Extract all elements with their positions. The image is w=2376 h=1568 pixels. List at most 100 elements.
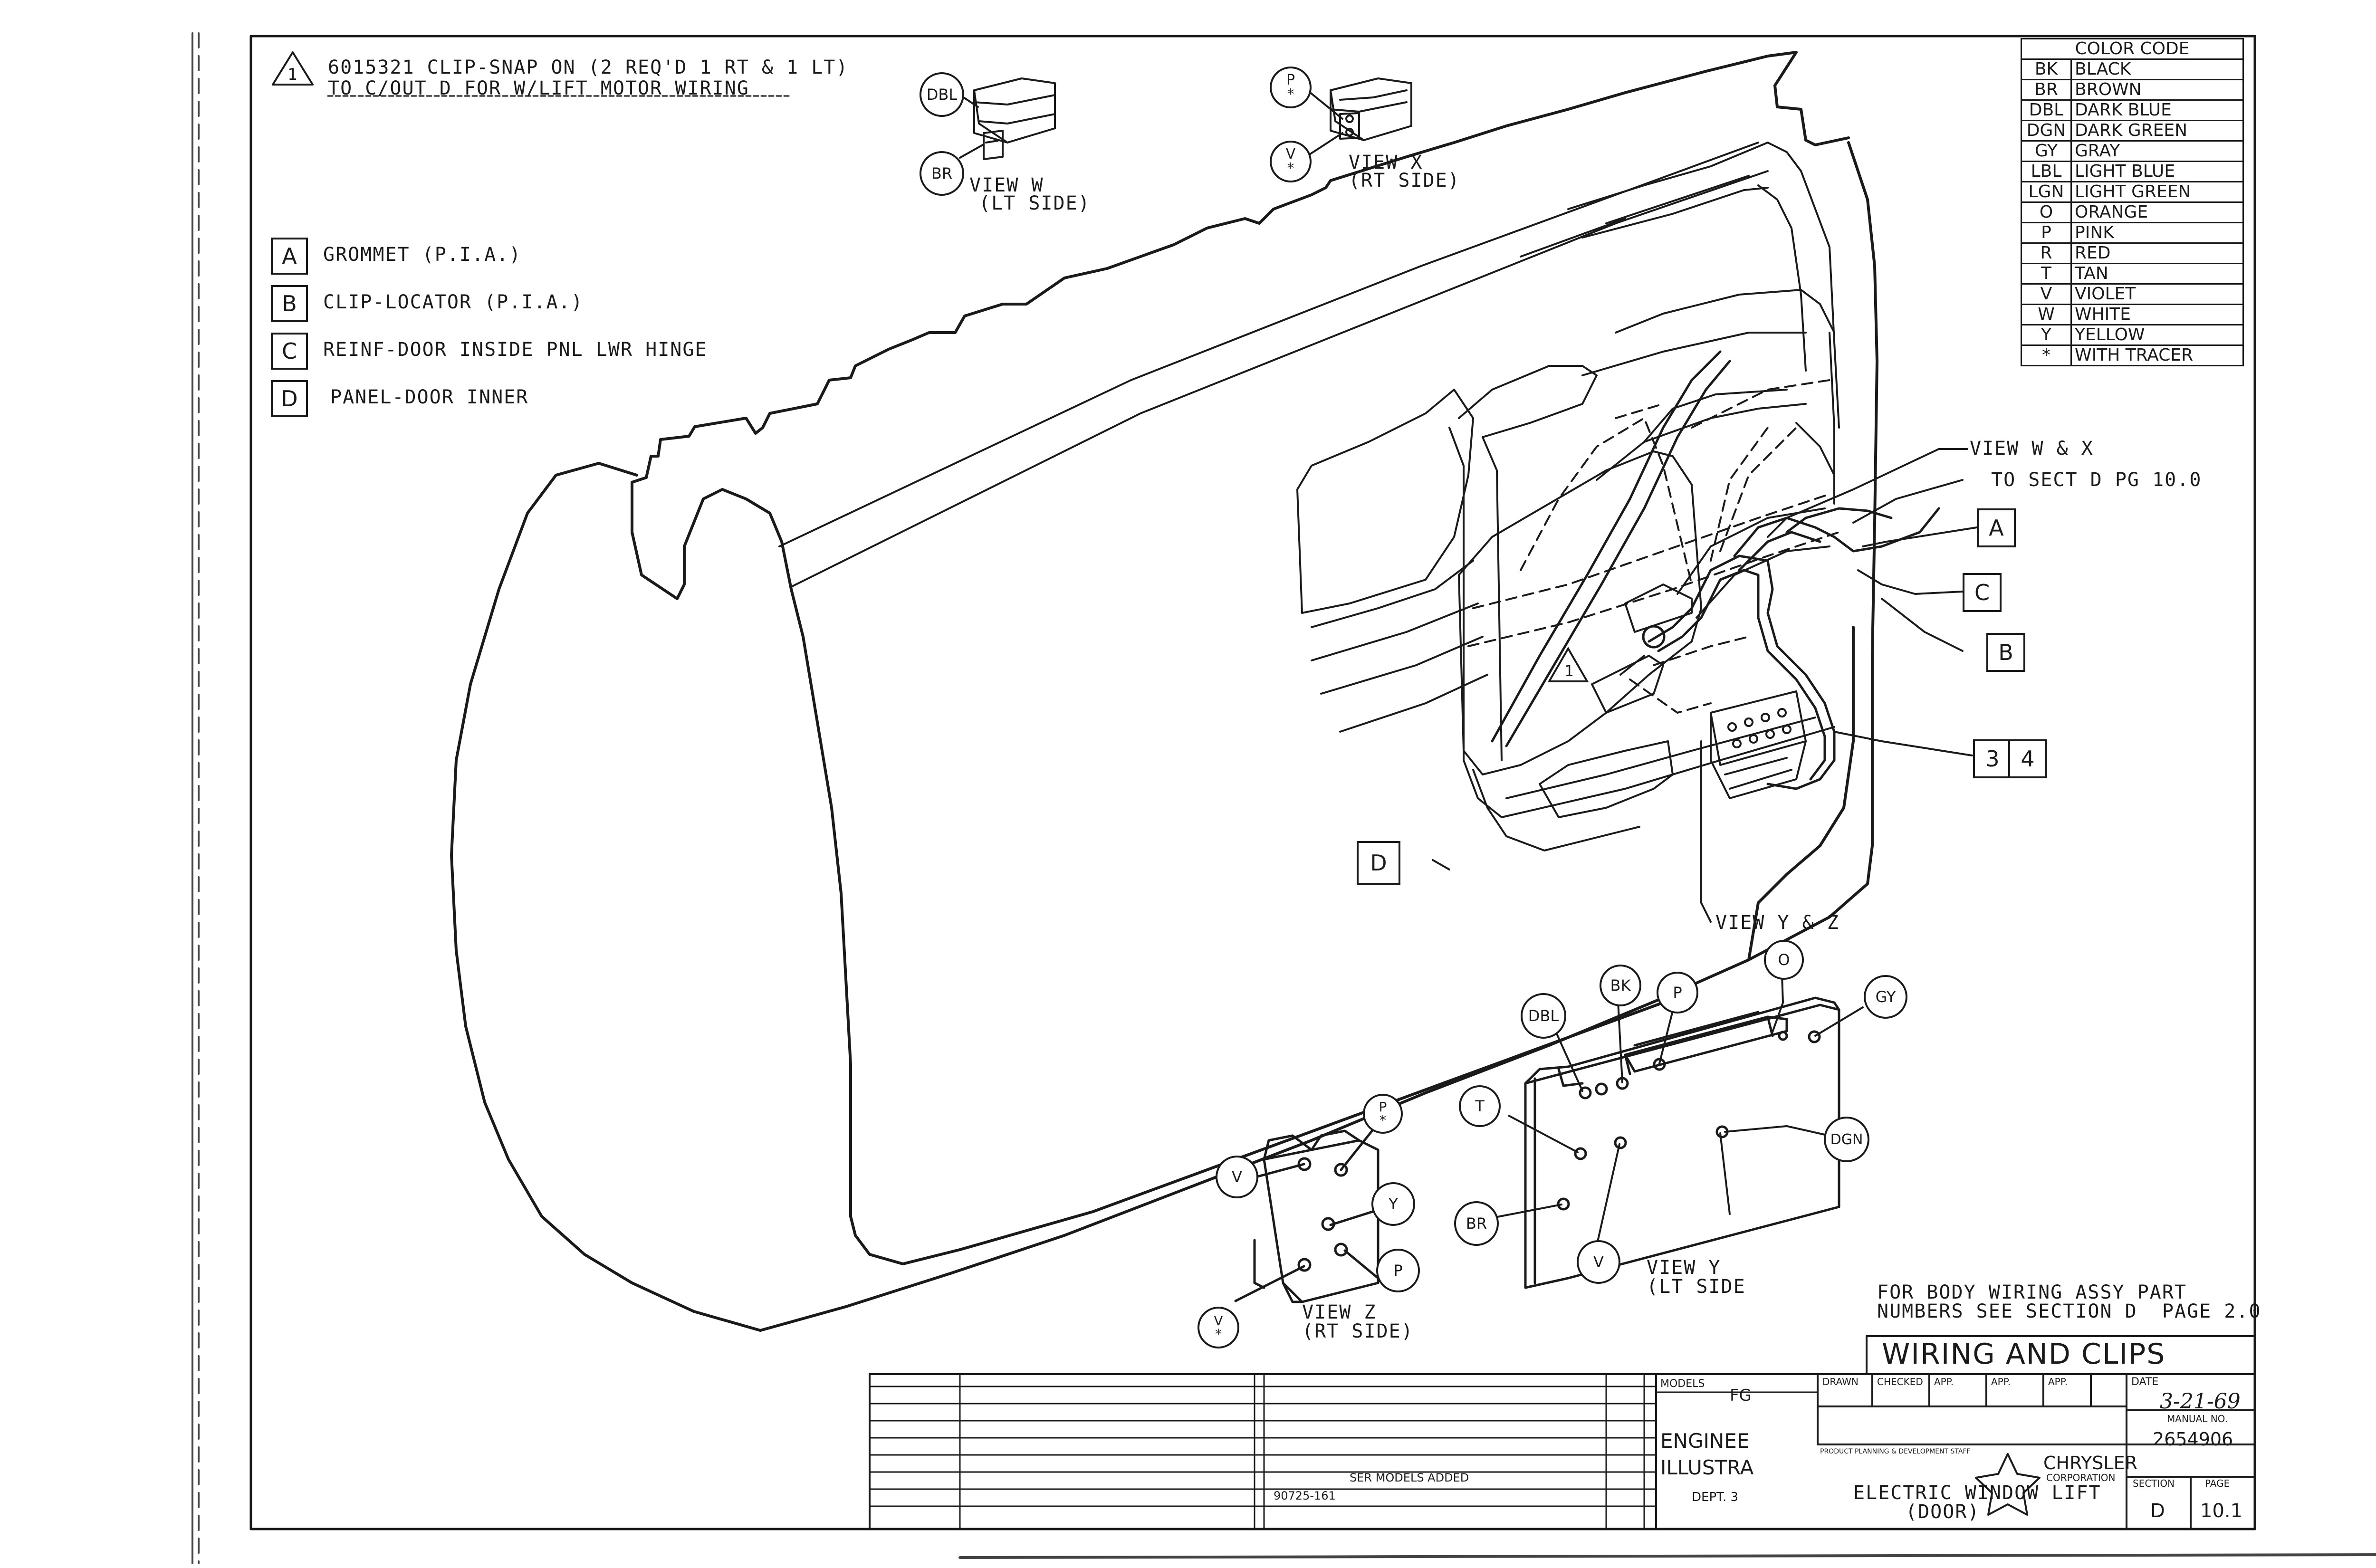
color-name: BROWN <box>2070 79 2244 101</box>
ref-box-3: 3 <box>1973 739 2012 778</box>
color-name: TAN <box>2070 263 2244 285</box>
wire-tag-dgn: DGN <box>1824 1117 1869 1162</box>
legend-text-a: GROMMET (P.I.A.) <box>323 244 522 266</box>
date-label: DATE <box>2131 1376 2159 1388</box>
title-block-grid <box>869 1335 2256 1530</box>
to-section-callout: TO SECT D PG 10.0 <box>1991 469 2202 491</box>
color-name: WHITE <box>2070 304 2244 325</box>
door-panel-outline <box>450 51 1878 1332</box>
wiring-harness <box>1642 507 1940 790</box>
note-triangle-icon <box>272 51 314 86</box>
wire-tag-y: Y <box>1371 1182 1415 1226</box>
wire-tag-p-tracer-z: P * <box>1363 1094 1403 1134</box>
color-name: LIGHT BLUE <box>2070 161 2244 182</box>
color-name: DARK BLUE <box>2070 99 2244 121</box>
description-line-2: (DOOR) <box>1906 1501 1980 1523</box>
drawn-label: DRAWN <box>1822 1376 1859 1387</box>
view-y-side: (LT SIDE <box>1647 1276 1746 1298</box>
legend-key-a: A <box>271 238 308 275</box>
regulator-arm <box>1491 350 1731 747</box>
clip-note-marker <box>1547 647 1589 682</box>
connector-terminal-block <box>1710 690 1807 799</box>
company-corporation: CORPORATION <box>2046 1472 2116 1483</box>
app-label-2: APP. <box>1991 1376 2011 1387</box>
company-name: CHRYSLER <box>2043 1453 2137 1473</box>
legend-text-c: REINF-DOOR INSIDE PNL LWR HINGE <box>323 339 708 361</box>
clip-note-marker-number: 1 <box>1564 662 1574 680</box>
view-x-title: VIEW X <box>1349 152 1423 173</box>
color-name: VIOLET <box>2070 283 2244 305</box>
section-value: D <box>2150 1500 2165 1522</box>
wire-tag-br-y: BR <box>1454 1201 1499 1246</box>
ref-box-d: D <box>1357 841 1400 885</box>
app-label-1: APP. <box>1934 1376 1954 1387</box>
color-name: BLACK <box>2070 58 2244 80</box>
inner-panel-cutouts <box>1296 289 1835 818</box>
color-code: LBL <box>2021 161 2072 182</box>
wire-tag-gy: GY <box>1864 975 1907 1019</box>
staff-label: PRODUCT PLANNING & DEVELOPMENT STAFF <box>1820 1448 1971 1455</box>
color-name: YELLOW <box>2070 324 2244 346</box>
leader-lines <box>1432 448 1978 923</box>
color-name: WITH TRACER <box>2070 344 2244 366</box>
color-code: V <box>2021 283 2072 305</box>
ref-box-a: A <box>1977 508 2016 547</box>
view-y-connector <box>1524 996 1840 1289</box>
color-name: PINK <box>2070 222 2244 244</box>
door-openings <box>1458 450 1702 851</box>
view-z-side: (RT SIDE) <box>1302 1320 1414 1342</box>
window-frame-lines <box>778 142 1840 588</box>
color-code: W <box>2021 304 2072 325</box>
date-value: 3-21-69 <box>2160 1389 2241 1414</box>
wire-tag-p-z: P <box>1376 1249 1420 1292</box>
color-name: ORANGE <box>2070 201 2244 223</box>
color-name: GRAY <box>2070 140 2244 162</box>
app-label-3: APP. <box>2048 1376 2068 1387</box>
ref-box-b: B <box>1986 633 2025 672</box>
drawing-title: WIRING AND CLIPS <box>1882 1338 2166 1371</box>
checked-label: CHECKED <box>1877 1376 1923 1387</box>
color-code: DBL <box>2021 99 2072 121</box>
view-w-x-callout: VIEW W & X <box>1970 438 2094 459</box>
note-1-line-2: TO C/OUT D FOR W/LIFT MOTOR WIRING <box>328 77 749 99</box>
color-code: R <box>2021 242 2072 264</box>
view-w-side: (LT SIDE) <box>979 192 1091 214</box>
ref-box-4: 4 <box>2008 739 2047 778</box>
description-line-1: ELECTRIC WINDOW LIFT <box>1853 1482 2101 1504</box>
ref-box-c: C <box>1963 573 2002 612</box>
legend-key-c: C <box>271 333 308 370</box>
wire-tag-p-tracer: P * <box>1270 67 1312 108</box>
legend-text-b: CLIP-LOCATOR (P.I.A.) <box>323 291 584 313</box>
view-z-title: VIEW Z <box>1302 1301 1377 1323</box>
section-label: SECTION <box>2133 1478 2175 1489</box>
view-x-side: (RT SIDE) <box>1349 170 1460 191</box>
body-wiring-note-line-2: NUMBERS SEE SECTION D PAGE 2.0 <box>1877 1300 2261 1322</box>
color-code: O <box>2021 201 2072 223</box>
wire-tag-br: BR <box>920 151 964 196</box>
color-code-row: *WITH TRACER <box>2021 344 2244 366</box>
manual-label: MANUAL NO. <box>2167 1413 2228 1425</box>
dept-label: DEPT. 3 <box>1692 1490 1738 1504</box>
window-regulator-dashed <box>1467 379 1840 714</box>
models-label: MODELS <box>1660 1378 1705 1390</box>
wire-tag-p-y: P <box>1657 972 1698 1013</box>
wire-tag-v-tracer: V * <box>1270 141 1312 182</box>
color-code: LGN <box>2021 181 2072 203</box>
view-w-title: VIEW W <box>969 174 1044 196</box>
color-code: BR <box>2021 79 2072 101</box>
wire-tag-v-tracer-z: V * <box>1198 1307 1239 1348</box>
legend-text-d: PANEL-DOOR INNER <box>330 386 529 408</box>
note-triangle-number: 1 <box>287 65 297 84</box>
